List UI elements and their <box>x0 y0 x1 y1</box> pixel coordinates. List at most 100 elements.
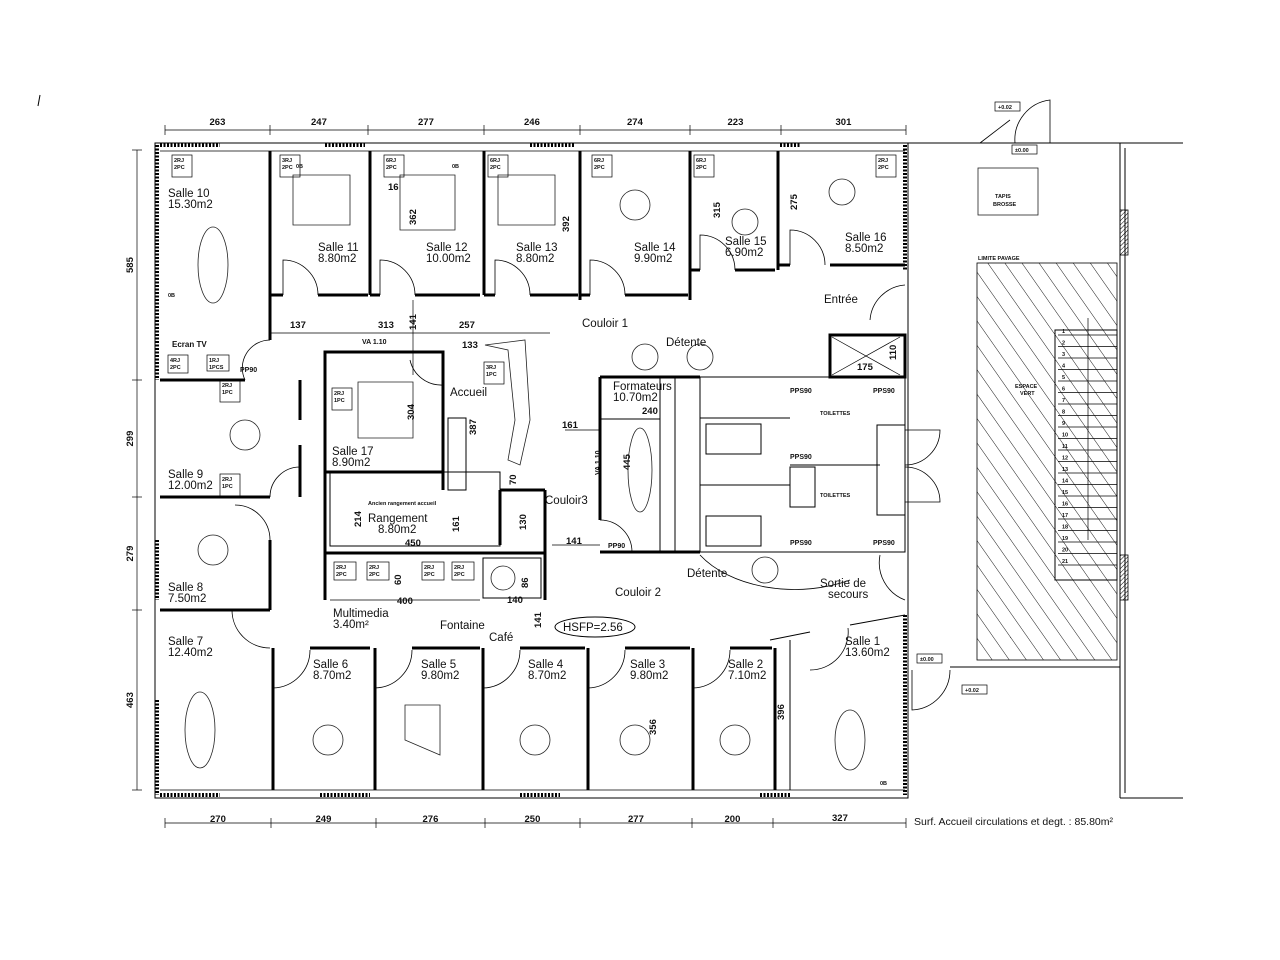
door-pps90-label: PPS90 <box>873 388 895 395</box>
ob-label: 0B <box>880 781 887 787</box>
room-name: Salle 1 <box>845 636 880 648</box>
room-area: 12.40m2 <box>168 647 213 659</box>
dimension-interior: 110 <box>888 345 899 360</box>
stair-number: 9 <box>1062 421 1065 427</box>
dimension-bottom: 250 <box>525 814 541 825</box>
detente-label: Détente <box>666 337 706 349</box>
room-area: 15.30m2 <box>168 199 213 211</box>
door-swings <box>231 229 941 689</box>
room-name: Formateurs <box>613 381 672 393</box>
dimension-top: 223 <box>728 117 744 128</box>
tag-rj: 2RJ <box>454 565 464 571</box>
dimension-interior: 396 <box>776 704 787 720</box>
tag-rj: 3RJ <box>486 365 496 371</box>
room-name: Salle 12 <box>426 242 468 254</box>
room-name: Salle 4 <box>528 659 564 671</box>
room-area: 7.10m2 <box>728 670 766 682</box>
tag-rj: 2RJ <box>336 565 346 571</box>
ecran-tv-label: Ecran TV <box>172 340 207 349</box>
dimension-bottom: 270 <box>210 814 226 825</box>
stair-number: 16 <box>1062 502 1068 508</box>
room-area: 8.50m2 <box>845 243 883 255</box>
tag-rj: 3RJ <box>282 158 292 164</box>
tag-pc: 2PC <box>282 165 293 171</box>
room-name: Salle 6 <box>313 659 348 671</box>
tag-pc: 2PC <box>490 165 501 171</box>
room-name: Salle 13 <box>516 242 558 254</box>
door-pps90-label: PPS90 <box>873 540 895 547</box>
room-area: 6.90m2 <box>725 247 763 259</box>
toilets-label: TOILETTES <box>820 411 850 417</box>
tag-rj: 2RJ <box>334 391 344 397</box>
level-bottom-2: +0.02 <box>965 688 979 694</box>
tag-rj: 4RJ <box>170 358 180 364</box>
tag-pc: 2PC <box>170 365 181 371</box>
dimension-top: 247 <box>311 117 327 128</box>
dimension-interior: 161 <box>562 420 579 431</box>
room-name: Multimedia <box>333 608 389 620</box>
dimension-interior: 362 <box>408 209 419 225</box>
level-top-2: ±0.00 <box>1015 148 1029 154</box>
tag-pc: 1PC <box>222 484 233 490</box>
stray-mark <box>37 94 41 107</box>
room-name: Salle 10 <box>168 188 210 200</box>
dimension-bottom: 277 <box>628 814 644 825</box>
room-area: 12.00m2 <box>168 480 213 492</box>
dimension-interior: 304 <box>406 403 417 420</box>
level-bottom-1: ±0.00 <box>920 657 934 663</box>
tag-pc: 2PC <box>174 165 185 171</box>
dimension-left: 299 <box>125 431 136 447</box>
tag-pc: 2PC <box>369 572 380 578</box>
room-area: 13.60m2 <box>845 647 890 659</box>
room-name: Salle 5 <box>421 659 456 671</box>
room-area: 3.40m² <box>333 619 369 631</box>
room-area: 7.50m2 <box>168 593 206 605</box>
room-name: Salle 3 <box>630 659 665 671</box>
dimension-top: 246 <box>524 117 540 128</box>
room-name: Salle 7 <box>168 636 203 648</box>
door-pps90-label: PPS90 <box>790 454 812 461</box>
room-area: 9.90m2 <box>634 253 672 265</box>
room-area: 8.70m2 <box>528 670 566 682</box>
room-area: 8.80m2 <box>516 253 554 265</box>
stair-number: 4 <box>1062 364 1066 370</box>
dimension-top: 277 <box>418 117 434 128</box>
dimension-interior: 356 <box>648 719 659 735</box>
espace-vert-label-1: ESPACE <box>1015 384 1038 390</box>
ob-label: 0B <box>296 164 303 170</box>
hsfp-label: HSFP=2.56 <box>563 622 623 634</box>
limite-pavage-label: LIMITE PAVAGE <box>978 256 1020 262</box>
dimension-bottom: 276 <box>423 814 439 825</box>
ancien-rangement-label: Ancien rangement accueil <box>368 501 437 507</box>
tag-rj: 2RJ <box>424 565 434 571</box>
dimension-interior: 275 <box>789 193 800 210</box>
tag-pc: 2PC <box>696 165 707 171</box>
dimension-left: 463 <box>125 692 136 708</box>
stair-number: 20 <box>1062 548 1068 554</box>
espace-vert-label-2: VERT <box>1020 391 1035 397</box>
dimension-interior: 445 <box>622 453 633 470</box>
tag-pc: 2PC <box>386 165 397 171</box>
dimension-top: 263 <box>210 117 226 128</box>
stair-number: 2 <box>1062 341 1065 347</box>
dimension-interior: 161 <box>451 515 462 532</box>
tag-pc: 2PC <box>594 165 605 171</box>
tag-pc: 2PC <box>454 572 465 578</box>
door-pps90-label: PPS90 <box>790 388 812 395</box>
door-pp90-label: PP90 <box>240 367 257 374</box>
dimension-interior: 387 <box>468 419 479 435</box>
toilets-label: TOILETTES <box>820 493 850 499</box>
room-name: Salle 11 <box>318 242 359 254</box>
dimension-interior: 137 <box>290 320 306 331</box>
dimension-lines <box>132 125 907 828</box>
dimension-interior: 313 <box>378 320 394 331</box>
couloir-2-label: Couloir 2 <box>615 587 661 599</box>
stair-number: 11 <box>1062 444 1068 450</box>
stair-number: 10 <box>1062 433 1068 439</box>
tag-pc: 2PC <box>424 572 435 578</box>
room-area: 8.70m2 <box>313 670 351 682</box>
surface-note: Surf. Accueil circulations et degt. : 85… <box>914 816 1114 828</box>
tapis-label-1: TAPIS <box>995 194 1011 200</box>
va-label: VA 1.10 <box>362 339 387 346</box>
tag-pc: 1PC <box>334 398 345 404</box>
